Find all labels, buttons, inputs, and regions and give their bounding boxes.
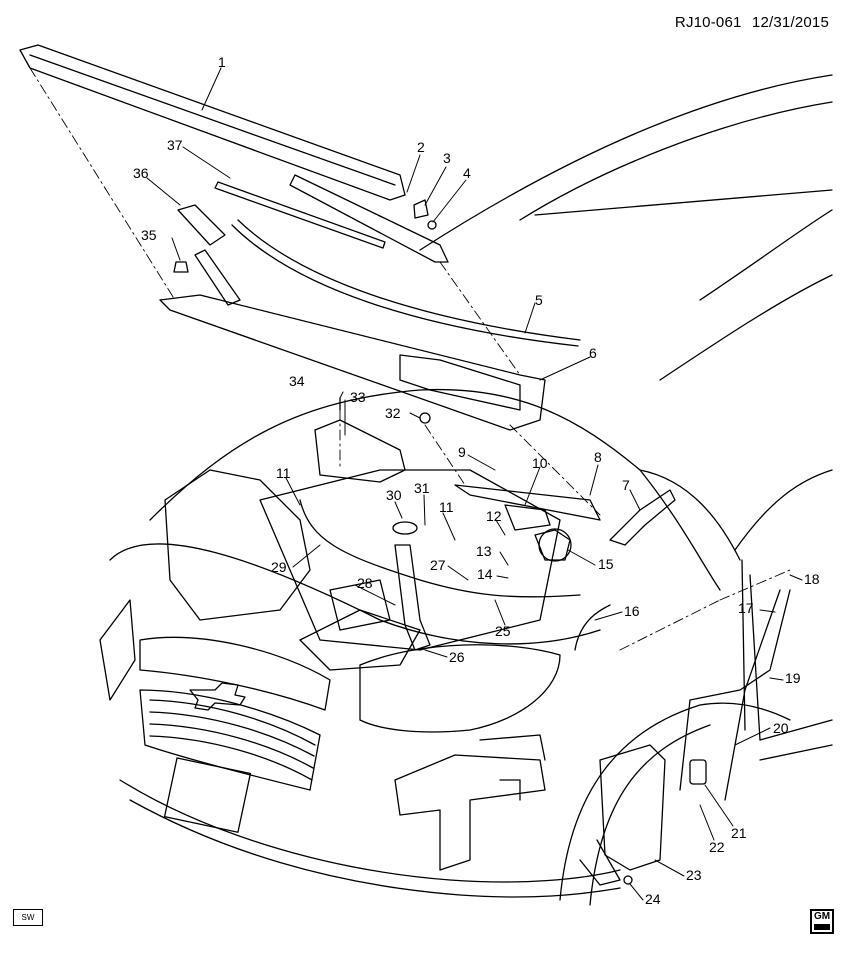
callout-24: 24 [645, 891, 661, 907]
lower-grille [139, 689, 321, 791]
callout-5: 5 [535, 292, 543, 308]
diagram-code: RJ10-061 [674, 14, 742, 31]
part-24-bolt [623, 875, 633, 885]
part-7-bracket [609, 489, 676, 546]
windshield-upper-edge [534, 189, 833, 216]
callout-4: 4 [463, 165, 471, 181]
sw-badge: SW [13, 909, 43, 926]
callout-11-left: 11 [276, 465, 291, 481]
engine-bay-left [164, 469, 311, 621]
callout-27: 27 [430, 557, 446, 573]
callout-30: 30 [386, 487, 402, 503]
body-side-line [659, 274, 833, 381]
bumper [119, 779, 621, 883]
callout-28: 28 [357, 575, 373, 591]
engine-bay-center [259, 469, 561, 651]
ref-line-3 [509, 424, 601, 516]
door-bottom [759, 719, 833, 761]
diagram-date: 12/31/2015 [751, 14, 829, 31]
callout-34: 34 [289, 373, 305, 389]
headlamp [359, 644, 561, 733]
part-35-clip [173, 261, 189, 273]
callout-23: 23 [686, 867, 702, 883]
part-19-washer-line [679, 589, 791, 791]
callout-1: 1 [218, 54, 226, 70]
callout-8: 8 [594, 449, 602, 465]
part-37-wiper-blade [214, 181, 386, 249]
part-5-windshield-seal [237, 219, 581, 341]
callout-17: 17 [738, 600, 754, 616]
ref-line-4 [424, 424, 466, 486]
chevron-emblem [189, 682, 246, 711]
callout-32: 32 [385, 405, 401, 421]
part-20-washer-line [724, 589, 781, 801]
windshield-outline [419, 74, 833, 251]
callout-2: 2 [417, 139, 425, 155]
front-fascia-top [109, 543, 601, 645]
door-frame [734, 469, 833, 741]
callout-37: 37 [167, 137, 183, 153]
part-1-cowl-top-seal [19, 44, 406, 201]
callout-19: 19 [785, 670, 801, 686]
engine-cover [299, 609, 421, 671]
part-36-cowl-end-panel [177, 204, 226, 246]
part-32-grommet [419, 412, 431, 424]
part-16-washer-hose [574, 604, 611, 651]
callout-18: 18 [804, 571, 820, 587]
gm-logo-bar [814, 924, 830, 930]
hood-opening [149, 388, 721, 591]
callout-20: 20 [773, 720, 789, 736]
callout-33: 33 [350, 389, 366, 405]
callout-13: 13 [476, 543, 492, 559]
callout-29: 29 [271, 559, 287, 575]
part-21-washer-pump [689, 759, 707, 785]
part-28-filler-neck [394, 544, 431, 651]
upper-grille [139, 636, 331, 711]
ref-line-6 [619, 569, 791, 651]
wheel-arch-inner [589, 724, 711, 906]
callout-15: 15 [598, 556, 614, 572]
diagram-header: RJ10-061 12/31/2015 [669, 14, 829, 31]
gm-logo: GM [810, 909, 834, 934]
part-8-wiper-linkage [454, 484, 601, 521]
callout-21: 21 [731, 825, 747, 841]
callout-10: 10 [532, 455, 548, 471]
ref-line-1 [29, 67, 176, 301]
front-bracket [394, 754, 546, 871]
fender-line [639, 469, 741, 561]
callout-7: 7 [622, 477, 630, 493]
bumper-lower [129, 799, 621, 898]
part-10-motor-bracket [504, 504, 551, 531]
wheel-arch [559, 702, 791, 901]
part-3-cap [413, 199, 429, 219]
ref-line-2 [439, 261, 521, 376]
callout-36: 36 [133, 165, 149, 181]
callout-12: 12 [486, 508, 502, 524]
callout-6: 6 [589, 345, 597, 361]
callout-9: 9 [458, 444, 466, 460]
a-pillar [699, 209, 833, 301]
front-bracket-detail [479, 734, 546, 801]
callout-35: 35 [141, 227, 157, 243]
part-30-reservoir-cap [392, 521, 418, 535]
part-4-nut [427, 220, 437, 230]
callout-31: 31 [414, 480, 430, 496]
callout-11-right: 11 [439, 499, 454, 515]
left-headlamp [99, 599, 136, 701]
windshield-lower [519, 101, 833, 221]
license-plate-bracket [163, 757, 252, 833]
callout-22: 22 [709, 839, 725, 855]
callout-25: 25 [495, 623, 511, 639]
grille-bars [149, 699, 316, 781]
callout-16: 16 [624, 603, 640, 619]
part-6-cowl-panel [159, 294, 546, 431]
callout-26: 26 [449, 649, 465, 665]
part-29-washer-hose [299, 499, 581, 598]
callout-3: 3 [443, 150, 451, 166]
callout-14: 14 [477, 566, 493, 582]
part-33-reservoir-cover [314, 419, 406, 483]
gm-logo-text: GM [813, 911, 831, 922]
part-2-wiper-arm [289, 174, 449, 263]
